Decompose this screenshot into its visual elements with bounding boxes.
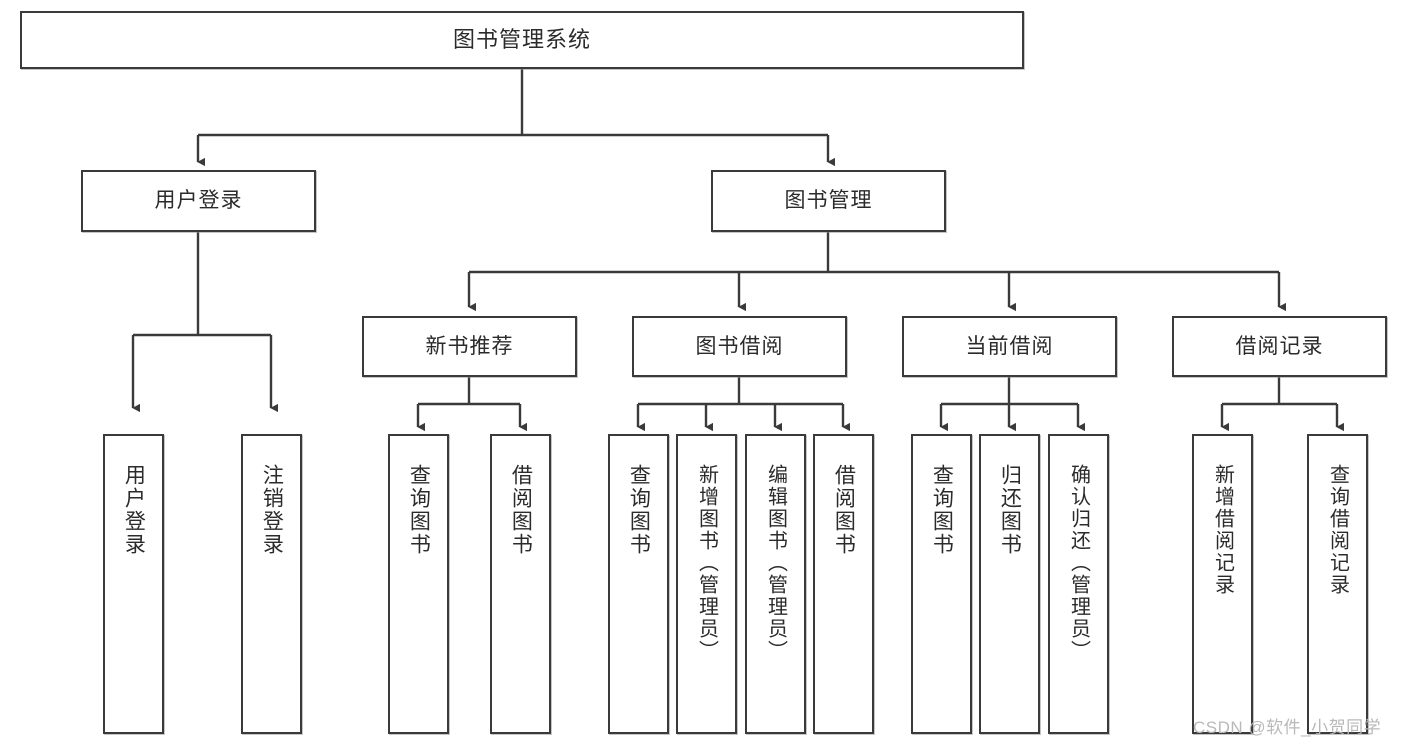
node-book-management[interactable]: 图书管理	[711, 170, 946, 232]
leaf-borrow-record-query[interactable]: 查询借阅记录	[1307, 434, 1368, 734]
leaf-new-book-query[interactable]: 查询图书	[388, 434, 449, 734]
leaf-label: 借阅图书	[832, 464, 856, 556]
leaf-current-borrow-confirm-return[interactable]: 确认归还（管理员）	[1048, 434, 1109, 734]
leaf-label: 查询图书	[407, 464, 431, 556]
node-new-book-recommend[interactable]: 新书推荐	[362, 316, 577, 377]
leaf-user-login-logout[interactable]: 注销登录	[241, 434, 302, 734]
leaf-label: 新增借阅记录	[1211, 464, 1234, 596]
watermark: CSDN @软件_小贺同学	[1193, 718, 1382, 737]
leaf-label: 借阅图书	[509, 464, 533, 556]
leaf-current-borrow-return[interactable]: 归还图书	[979, 434, 1040, 734]
leaf-label: 查询图书	[930, 464, 954, 556]
leaf-borrow-record-add[interactable]: 新增借阅记录	[1192, 434, 1253, 734]
leaf-label: 编辑图书（管理员）	[764, 464, 787, 662]
leaf-book-borrow-add[interactable]: 新增图书（管理员）	[676, 434, 737, 734]
leaf-label: 注销登录	[260, 464, 284, 556]
leaf-book-borrow-edit[interactable]: 编辑图书（管理员）	[745, 434, 806, 734]
leaf-current-borrow-query[interactable]: 查询图书	[911, 434, 972, 734]
leaf-label: 归还图书	[998, 464, 1022, 556]
node-current-borrow[interactable]: 当前借阅	[902, 316, 1117, 377]
leaf-label: 查询图书	[627, 464, 651, 556]
leaf-label: 新增图书（管理员）	[695, 464, 718, 662]
node-user-login[interactable]: 用户登录	[81, 170, 316, 232]
leaf-book-borrow-query[interactable]: 查询图书	[608, 434, 669, 734]
leaf-label: 确认归还（管理员）	[1067, 464, 1090, 662]
leaf-label: 查询借阅记录	[1326, 464, 1349, 596]
leaf-user-login-login[interactable]: 用户登录	[103, 434, 164, 734]
leaf-label: 用户登录	[122, 464, 146, 556]
node-book-borrow[interactable]: 图书借阅	[632, 316, 847, 377]
node-borrow-record[interactable]: 借阅记录	[1172, 316, 1387, 377]
leaf-book-borrow-borrow[interactable]: 借阅图书	[813, 434, 874, 734]
leaf-new-book-borrow[interactable]: 借阅图书	[490, 434, 551, 734]
node-root-system[interactable]: 图书管理系统	[20, 11, 1024, 69]
